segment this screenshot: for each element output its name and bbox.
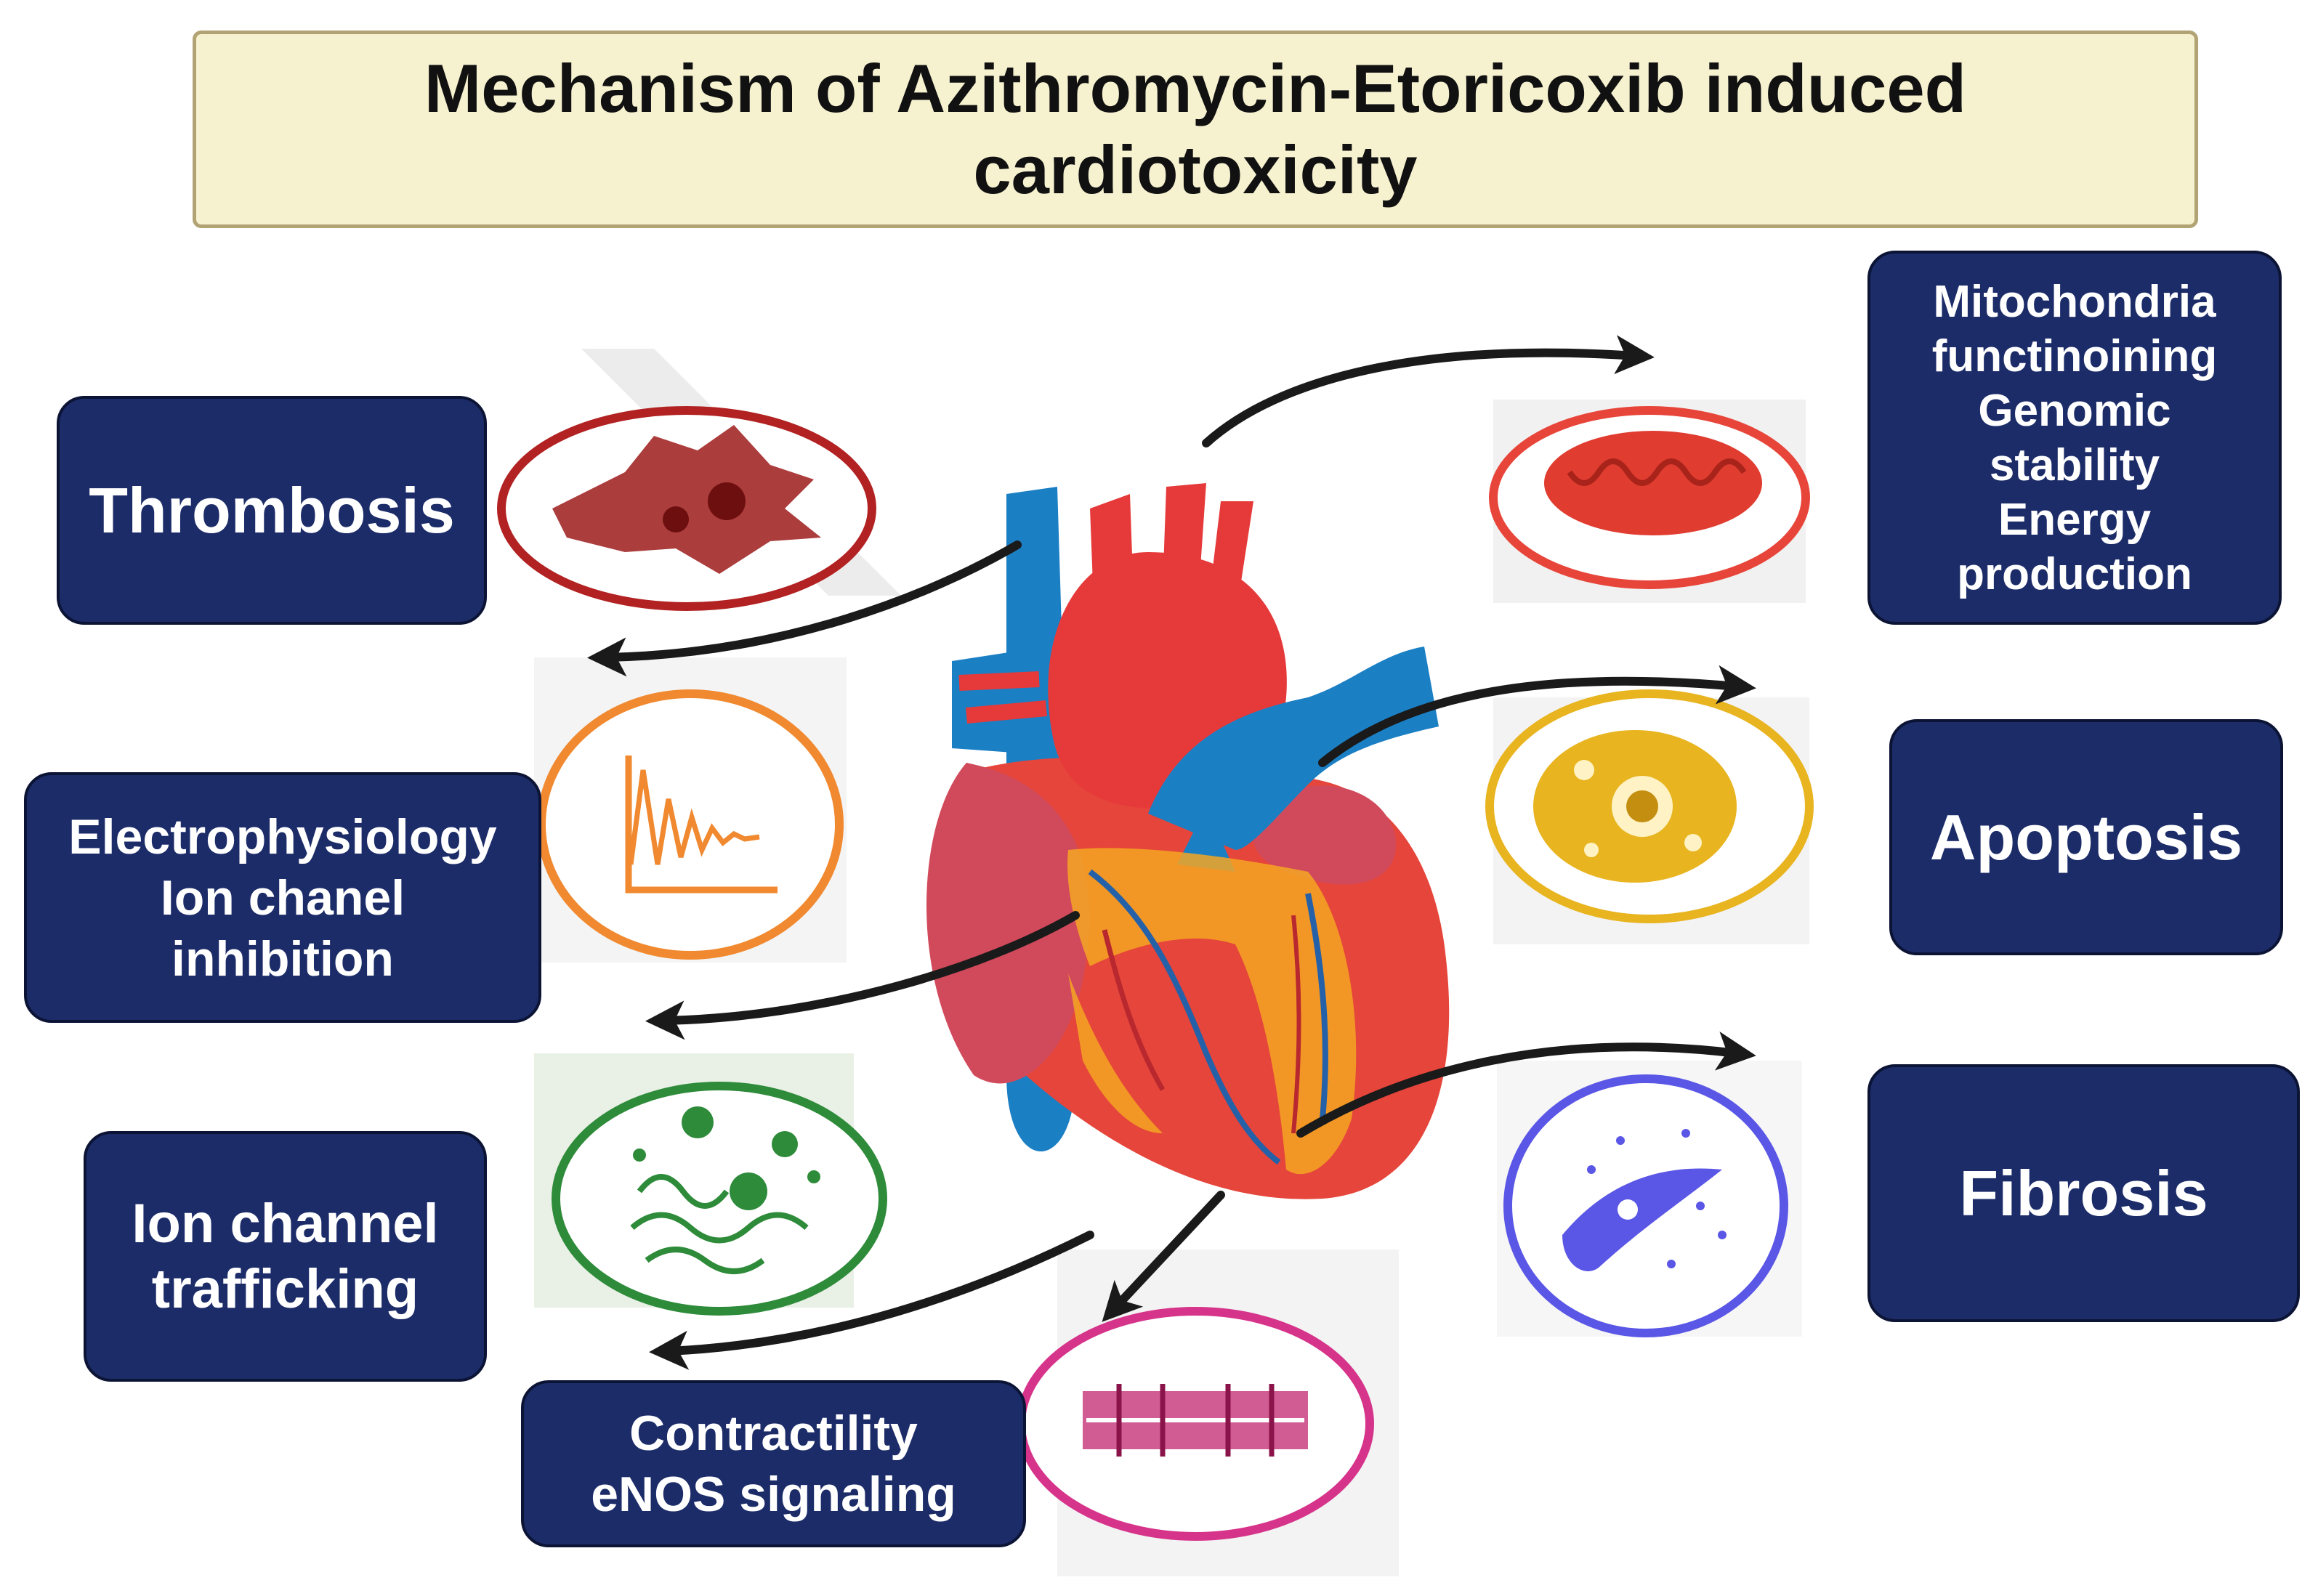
arrow-apoptosis bbox=[1318, 665, 1756, 767]
mitochondria-line-4: stability bbox=[1989, 439, 2160, 490]
electrophysiology-line-3: inhibition bbox=[171, 931, 394, 987]
title-line-2: cardiotoxicity bbox=[973, 131, 1418, 208]
arrows bbox=[587, 335, 1756, 1370]
label-ion-trafficking: Ion channel trafficking bbox=[84, 1131, 487, 1382]
label-apoptosis: Apoptosis bbox=[1889, 719, 2283, 955]
mitochondrion-icon bbox=[1489, 400, 1810, 603]
thrombus-icon bbox=[497, 349, 901, 611]
label-thrombosis: Thrombosis bbox=[57, 396, 487, 625]
ion-trafficking-line-2: trafficking bbox=[151, 1257, 419, 1320]
electrophysiology-line-2: Ion chanel bbox=[160, 870, 405, 925]
label-mitochondria-text: Mitochondria functinoining Genomic stabi… bbox=[1932, 275, 2218, 601]
label-fibrosis: Fibrosis bbox=[1867, 1064, 2300, 1322]
mitochondria-line-3: Genomic bbox=[1978, 385, 2171, 436]
label-apoptosis-text: Apoptosis bbox=[1929, 801, 2243, 873]
title-line-1: Mechanism of Azithromycin-Etoricoxib ind… bbox=[424, 50, 1967, 126]
label-mitochondria: Mitochondria functinoining Genomic stabi… bbox=[1867, 251, 2282, 625]
label-contractility-text: Contractility eNOS signaling bbox=[591, 1403, 956, 1525]
label-ion-trafficking-text: Ion channel trafficking bbox=[132, 1191, 438, 1322]
mitochondria-line-6: production bbox=[1957, 548, 2192, 599]
arrow-thrombosis bbox=[587, 540, 1022, 677]
sarcomere-icon bbox=[1017, 1249, 1399, 1576]
heart-icon bbox=[926, 483, 1450, 1199]
mitochondria-line-5: Energy bbox=[1998, 494, 2152, 545]
arrow-trafficking bbox=[649, 1231, 1094, 1370]
label-electrophysiology-text: Electrophysiology Ion chanel inhibition bbox=[68, 806, 496, 989]
label-thrombosis-text: Thrombosis bbox=[89, 474, 455, 546]
page-title: Mechanism of Azithromycin-Etoricoxib ind… bbox=[196, 48, 2194, 211]
arrow-contractility bbox=[1102, 1191, 1225, 1322]
mitochondria-line-2: functinoining bbox=[1931, 331, 2218, 381]
apoptotic-cell-icon bbox=[1485, 689, 1814, 944]
contractility-line-2: eNOS signaling bbox=[591, 1467, 956, 1522]
fibroblast-icon bbox=[1497, 1061, 1802, 1337]
title-box: Mechanism of Azithromycin-Etoricoxib ind… bbox=[193, 31, 2198, 228]
electrophysiology-line-1: Electrophysiology bbox=[68, 809, 497, 864]
arrow-fibrosis bbox=[1296, 1031, 1756, 1138]
mitochondria-line-1: Mitochondria bbox=[1933, 276, 2216, 327]
contractility-line-1: Contractility bbox=[629, 1406, 918, 1461]
label-contractility: Contractility eNOS signaling bbox=[521, 1380, 1026, 1547]
label-fibrosis-text: Fibrosis bbox=[1959, 1157, 2208, 1229]
arrow-mitochondria bbox=[1202, 335, 1655, 447]
ecg-trace-icon bbox=[534, 657, 847, 963]
golgi-trafficking-icon bbox=[534, 1053, 887, 1316]
label-electrophysiology: Electrophysiology Ion chanel inhibition bbox=[24, 772, 541, 1023]
arrow-electrophysiology bbox=[645, 911, 1080, 1040]
ion-trafficking-line-1: Ion channel bbox=[132, 1192, 439, 1255]
